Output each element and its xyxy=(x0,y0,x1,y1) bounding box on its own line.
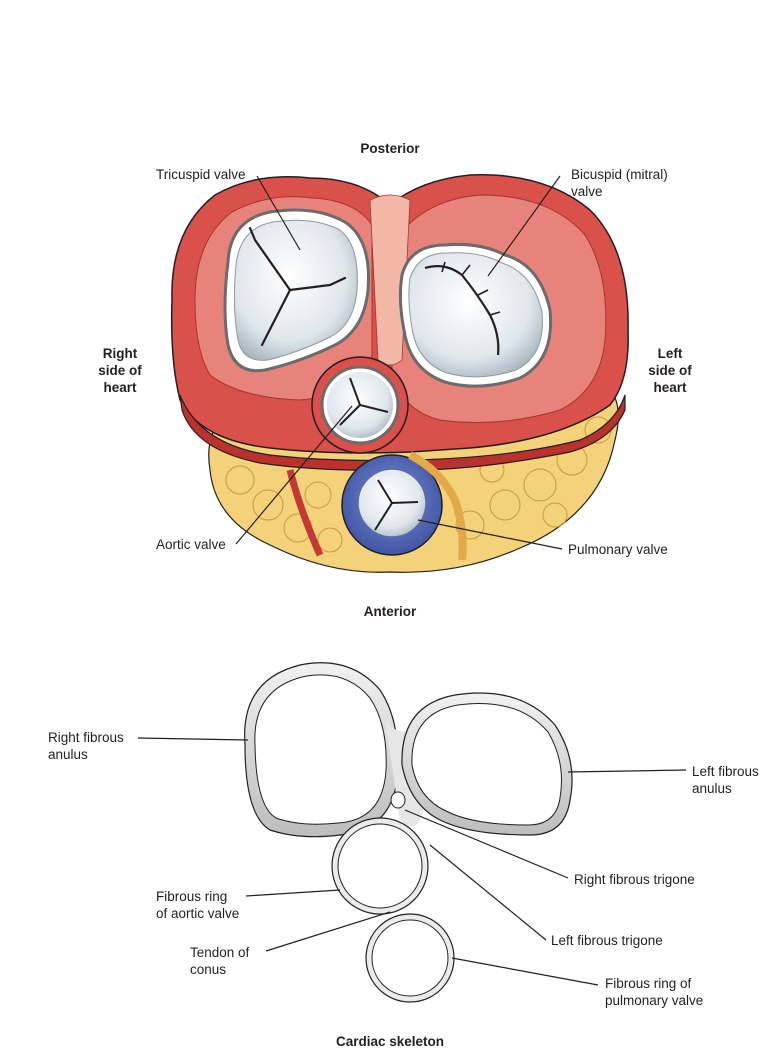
cardiac-skeleton-caption: Cardiac skeleton xyxy=(335,1034,445,1049)
bicuspid-valve-label: Bicuspid (mitral) valve xyxy=(571,167,668,199)
left-fibrous-anulus-label: Left fibrous anulus xyxy=(692,764,759,796)
posterior-label: Posterior xyxy=(360,141,420,156)
right-fibrous-anulus-label: Right fibrous anulus xyxy=(48,730,124,762)
bottom-leader-lines xyxy=(137,737,687,986)
top-leader-lines xyxy=(235,175,563,550)
left-fibrous-trigone-label: Left fibrous trigone xyxy=(551,933,663,948)
pulmonary-valve-label: Pulmonary valve xyxy=(568,542,668,557)
left-side-label: Left side of heart xyxy=(648,346,692,395)
right-side-label: Right side of heart xyxy=(98,346,142,395)
tricuspid-valve-shape xyxy=(223,208,371,373)
cardiac-skeleton-drawing xyxy=(244,662,573,1003)
aortic-valve-label: Aortic valve xyxy=(156,537,226,552)
pulmonary-ring-label: Fibrous ring of pulmonary valve xyxy=(605,976,704,1008)
anterior-label: Anterior xyxy=(363,604,417,619)
aortic-ring-label: Fibrous ring of aortic valve xyxy=(156,889,240,921)
pulmonary-valve-shape xyxy=(341,454,443,556)
tricuspid-valve-label: Tricuspid valve xyxy=(156,167,246,182)
tendon-of-conus-label: Tendon of conus xyxy=(190,945,250,977)
right-fibrous-trigone-label: Right fibrous trigone xyxy=(574,872,695,887)
aortic-valve-shape xyxy=(311,356,409,454)
coronary-vessel xyxy=(408,451,467,561)
mitral-valve-shape xyxy=(398,243,553,388)
